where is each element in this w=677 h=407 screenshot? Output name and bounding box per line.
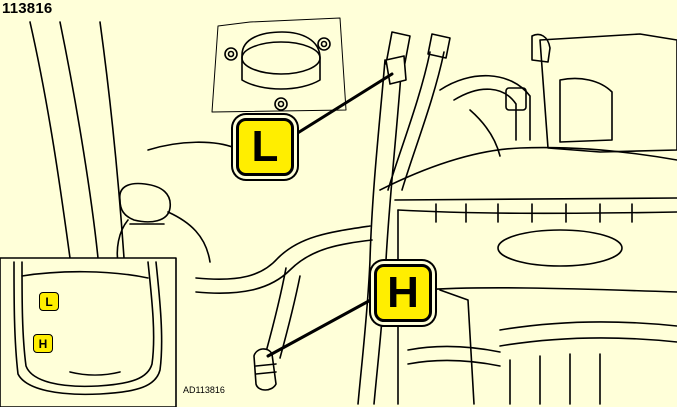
document-code: AD113816 [183,385,225,395]
inset-view [0,257,177,407]
strut-tower [211,17,347,113]
figure-reference-number: 113816 [2,0,53,17]
callout-high-level: H [374,264,432,322]
bleed-nipple-h [253,348,277,391]
hoses [195,31,451,405]
reservoir-cap [116,182,211,263]
upper-right-components [439,33,677,157]
inset-callout-high: H [33,334,53,353]
bonnet-edge [29,21,236,259]
inset-callout-low: L [39,292,59,311]
lower-right-components [407,289,677,405]
bleed-nipple-l [385,55,407,85]
engine-cover [379,146,677,405]
leader-lines [266,72,394,358]
callout-low-level: L [236,118,294,176]
